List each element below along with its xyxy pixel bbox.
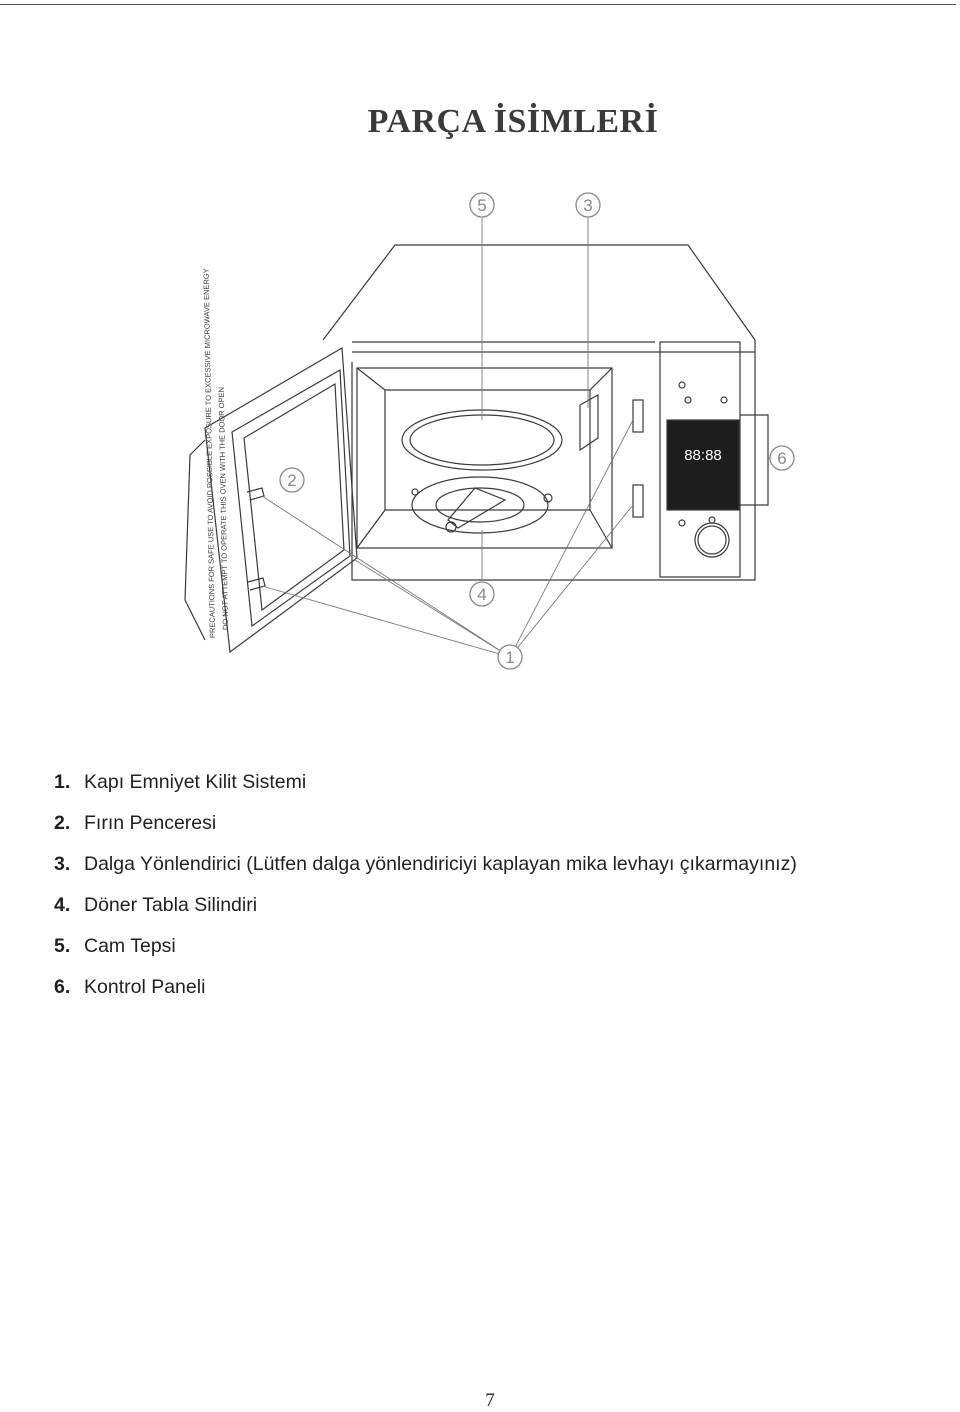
list-item: 6. Kontrol Paneli — [54, 971, 797, 1012]
control-panel — [659, 341, 741, 578]
callout-1-circle — [497, 644, 523, 670]
list-item: 4. Döner Tabla Silindiri — [54, 889, 797, 930]
part-number: 4. — [54, 894, 71, 916]
callout-4-circle — [469, 581, 495, 607]
cabinet-outline — [322, 244, 756, 581]
part-number: 2. — [54, 812, 71, 834]
door-warning-1: PRECAUTIONS FOR SAFE USE TO AVOID POSSIB… — [202, 268, 217, 638]
list-item: 2. Fırın Penceresi — [54, 807, 797, 848]
callout-6: 6 — [777, 449, 786, 468]
door-handle — [184, 439, 206, 641]
list-item: 5. Cam Tepsi — [54, 930, 797, 971]
page-title: PARÇA İSİMLERİ — [367, 102, 659, 140]
page-number: 7 — [485, 1390, 495, 1411]
part-number: 3. — [54, 853, 71, 875]
oven-cavity — [356, 367, 613, 549]
list-item: 3. Dalga Yönlendirici (Lütfen dalga yönle… — [54, 848, 797, 889]
callout-3-circle — [575, 192, 601, 218]
latch-slot-top — [632, 399, 644, 433]
callout-5: 5 — [477, 196, 486, 215]
callout-3: 3 — [583, 196, 592, 215]
roller-ring — [411, 476, 549, 534]
door-warning-2: DO NOT ATTEMPT TO OPERATE THIS OVEN WITH… — [217, 387, 230, 630]
display-band — [666, 419, 740, 511]
display-digits: 88:88 — [684, 447, 722, 464]
part-label: Kontrol Paneli — [84, 976, 206, 998]
callout-6-circle — [769, 445, 795, 471]
callout-2: 2 — [287, 471, 296, 490]
part-number: 6. — [54, 976, 71, 998]
callout-4: 4 — [477, 585, 486, 604]
waveguide-cover — [579, 393, 599, 452]
list-item: 1. Kapı Emniyet Kilit Sistemi — [54, 766, 797, 807]
part-label: Fırın Penceresi — [84, 812, 217, 834]
callout-5-circle — [469, 192, 495, 218]
part-label: Dalga Yönlendirici (Lütfen dalga yönlend… — [84, 853, 797, 875]
part-label: Cam Tepsi — [84, 935, 176, 957]
part-label: Kapı Emniyet Kilit Sistemi — [84, 771, 307, 793]
top-rule — [0, 4, 956, 5]
microwave-diagram: PRECAUTIONS FOR SAFE USE TO AVOID POSSIB… — [184, 192, 795, 670]
parts-list: 1. Kapı Emniyet Kilit Sistemi 2. Fırın Pen… — [54, 766, 797, 1012]
part-number: 1. — [54, 771, 71, 793]
latch-slot-bottom — [632, 484, 644, 518]
callout-1: 1 — [505, 648, 514, 667]
part-label: Döner Tabla Silindiri — [84, 894, 258, 916]
part-number: 5. — [54, 935, 71, 957]
callout-2-circle — [279, 467, 305, 493]
